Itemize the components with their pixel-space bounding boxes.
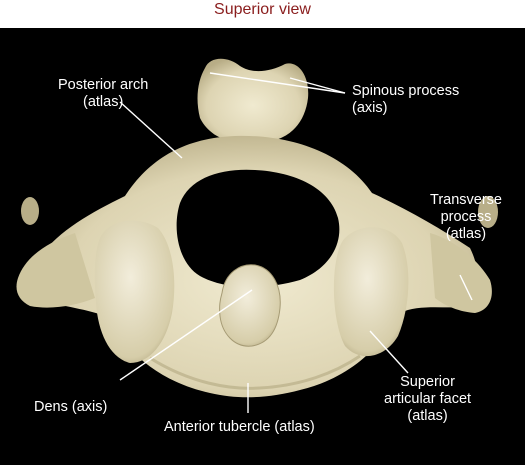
left-articular-facet [94,220,175,363]
vertebra-photo: Posterior arch (atlas) Spinous process (… [0,28,525,465]
dens-shape [219,264,281,347]
label-superior-articular-facet: Superior articular facet (atlas) [384,374,472,424]
pointer-lines [119,72,473,413]
figure-title: Superior view [214,1,311,18]
label-anterior-tubercle: Anterior tubercle (atlas) [164,419,315,435]
label-spinous-process: Spinous process (axis) [352,83,460,116]
vertebral-foramen [176,169,340,288]
label-transverse-process: Transverse process (atlas) [430,192,502,242]
left-transverse-shape [16,233,95,308]
right-articular-facet [333,227,409,357]
spinous-process-shape [197,58,309,144]
label-dens: Dens (axis) [34,399,108,415]
label-posterior-arch: Posterior arch (atlas) [58,77,149,110]
vertebra-illustration [16,58,498,413]
right-transverse-shape [430,233,492,313]
